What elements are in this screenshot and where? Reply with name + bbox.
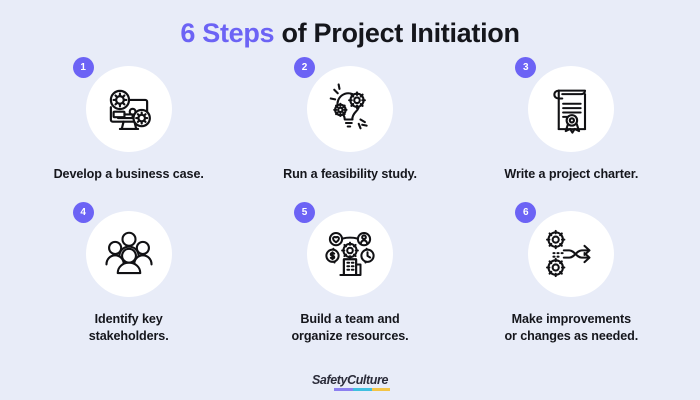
step-number-badge-4: 4 xyxy=(72,202,94,223)
step-item-3: 3 xyxy=(461,57,682,211)
step-2-icon-circle xyxy=(306,66,393,152)
step-caption-4: Identify key stakeholders. xyxy=(88,312,169,344)
step-caption-3: Write a project charter. xyxy=(504,167,639,181)
resources-network-icon xyxy=(322,226,378,282)
brand-bar-yellow xyxy=(371,388,390,391)
step-4-icon-wrap: 4 xyxy=(72,202,172,297)
step-5-icon-wrap: 5 xyxy=(293,202,393,297)
steps-grid: 1 xyxy=(18,57,682,356)
certificate-scroll-icon xyxy=(546,81,596,137)
step-caption-1: Develop a business case. xyxy=(53,167,204,181)
step-3-icon-circle xyxy=(528,66,615,152)
brand-underline-bar xyxy=(334,388,390,391)
gears-arrows-icon xyxy=(542,227,600,281)
step-4-icon-circle xyxy=(85,211,172,297)
step-number-badge-2: 2 xyxy=(293,57,315,78)
step-6-icon-wrap: 6 xyxy=(515,202,615,297)
step-item-4: 4 xyxy=(18,202,239,356)
step-number-badge-5: 5 xyxy=(293,202,315,223)
step-3-icon-wrap: 3 xyxy=(515,57,615,152)
brand-bar-purple xyxy=(334,388,354,391)
step-caption-6: Make improvements or changes as needed. xyxy=(504,312,639,344)
step-item-1: 1 xyxy=(18,57,239,211)
brand-name: SafetyCulture xyxy=(311,372,389,387)
step-2-icon-wrap: 2 xyxy=(293,57,393,152)
step-item-5: 5 xyxy=(239,202,460,356)
step-item-6: 6 xyxy=(461,202,682,356)
step-1-icon-wrap: 1 xyxy=(72,57,172,152)
lightbulb-gears-icon xyxy=(322,81,378,137)
brand-bar-blue xyxy=(353,388,372,391)
step-number-badge-6: 6 xyxy=(515,202,537,223)
step-number-badge-1: 1 xyxy=(72,57,94,78)
page-title-accent: 6 Steps xyxy=(180,18,275,48)
page-title-rest: of Project Initiation xyxy=(274,18,520,48)
page-title: 6 Steps of Project Initiation xyxy=(0,18,700,49)
monitor-gears-icon xyxy=(100,80,158,138)
step-caption-5: Build a team and organize resources. xyxy=(291,312,409,344)
people-group-icon xyxy=(101,228,157,280)
step-6-icon-circle xyxy=(528,211,615,297)
step-1-icon-circle xyxy=(85,66,172,152)
step-5-icon-circle xyxy=(306,211,393,297)
safetyculture-logo: SafetyCulture xyxy=(0,372,700,391)
step-number-badge-3: 3 xyxy=(515,57,537,78)
step-item-2: 2 xyxy=(239,57,460,211)
step-caption-2: Run a feasibility study. xyxy=(283,167,417,181)
